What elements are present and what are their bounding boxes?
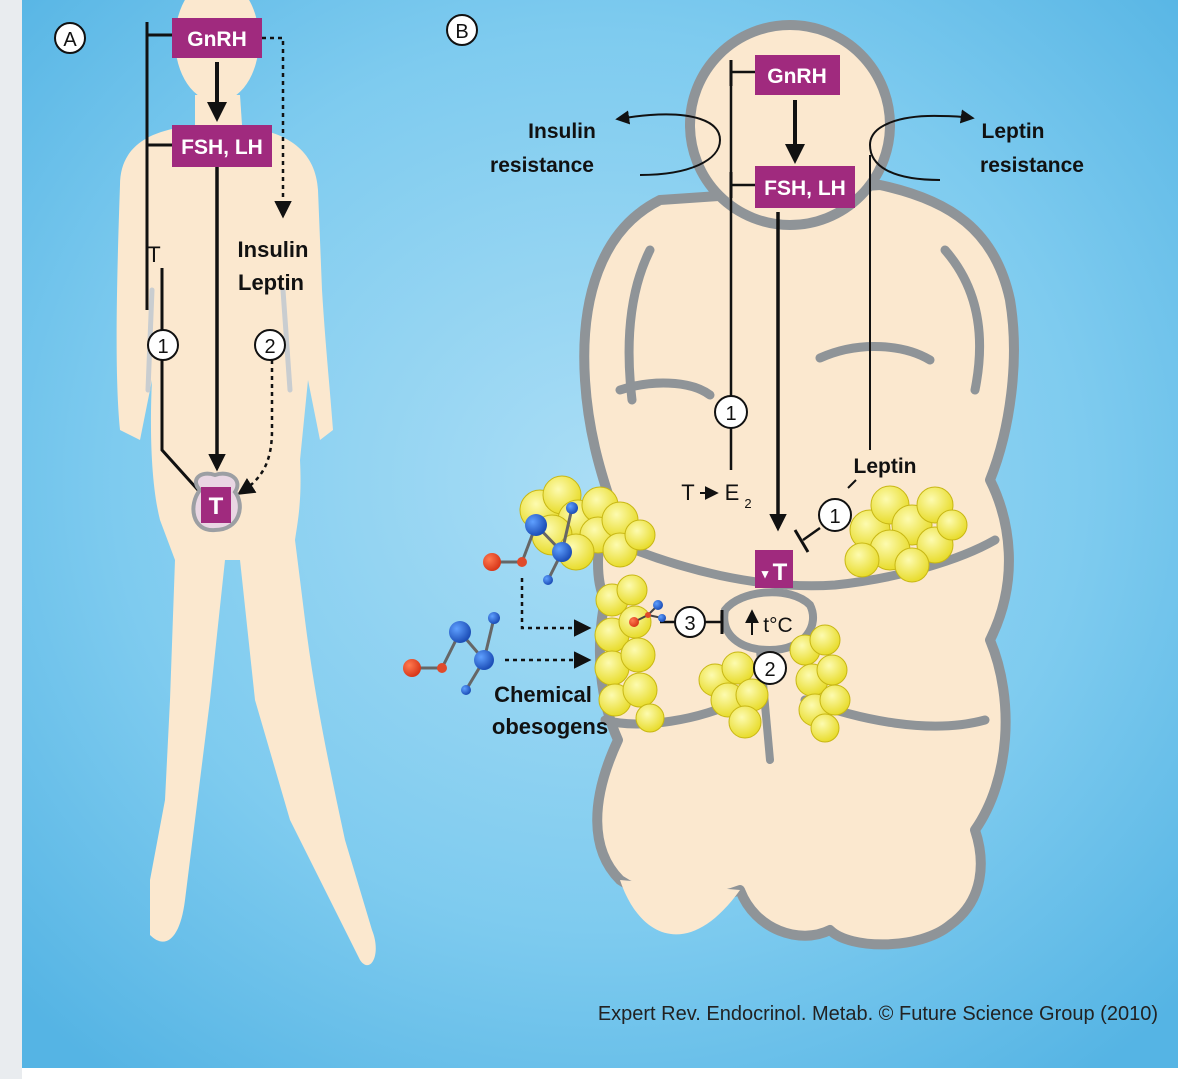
credit-text: Expert Rev. Endocrinol. Metab. © Future … xyxy=(598,1003,1158,1025)
a-num-2: 2 xyxy=(264,336,275,358)
b-t-conv: T xyxy=(681,480,694,505)
b-leptin-label: Leptin xyxy=(854,455,917,478)
b-insulin-text-1: Insulin xyxy=(528,120,596,143)
b-num-1-left: 1 xyxy=(725,403,736,425)
a-num-1: 1 xyxy=(157,336,168,358)
a-gnrh-label: GnRH xyxy=(187,28,247,51)
b-e2: E xyxy=(725,480,740,505)
b-num-2: 2 xyxy=(764,659,775,681)
a-leptin-label: Leptin xyxy=(238,270,304,295)
a-letter: A xyxy=(63,29,77,51)
b-temp-label: t°C xyxy=(763,614,792,637)
b-gnrh-label: GnRH xyxy=(767,65,827,88)
b-letter: B xyxy=(455,21,468,43)
b-insulin-text-2: resistance xyxy=(490,154,594,177)
bottom-border xyxy=(22,1068,1178,1079)
b-chemical-text-1: Chemical xyxy=(494,682,592,707)
a-t-label: T xyxy=(147,242,160,267)
b-leptin-text-1: Leptin xyxy=(982,120,1045,143)
a-testis-label: T xyxy=(209,493,224,520)
b-testis-down-arrow: ▾ xyxy=(761,566,769,581)
b-num-1-right: 1 xyxy=(829,506,840,528)
left-border-strip xyxy=(0,0,22,1079)
b-testis-label: T xyxy=(773,559,788,586)
b-num-3: 3 xyxy=(684,613,695,635)
b-leptin-text-2: resistance xyxy=(980,154,1084,177)
b-chemical-text-2: obesogens xyxy=(492,714,608,739)
b-e2-sub: 2 xyxy=(744,496,751,511)
a-fsh-lh-label: FSH, LH xyxy=(181,136,263,159)
a-insulin-label: Insulin xyxy=(238,237,309,262)
b-fsh-lh-label: FSH, LH xyxy=(764,177,846,200)
